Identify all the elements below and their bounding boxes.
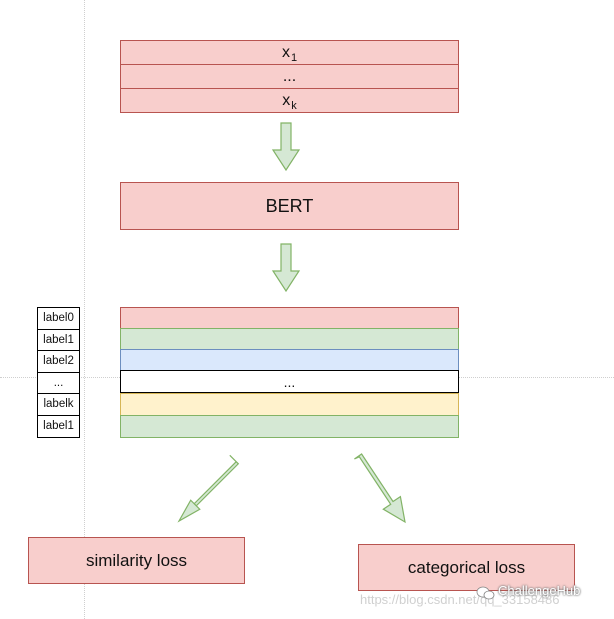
input-token-xk-base: x bbox=[282, 91, 291, 109]
label-cell-1: label1 bbox=[38, 330, 79, 351]
label-cell-k: labelk bbox=[38, 394, 79, 416]
wechat-icon bbox=[476, 586, 495, 600]
similarity-loss-label: similarity loss bbox=[85, 550, 188, 570]
bert-encoder-box: BERT bbox=[120, 182, 459, 230]
label-cell-2: label2 bbox=[38, 351, 79, 373]
label-cell-ellipsis: ... bbox=[38, 373, 79, 394]
label-cell-0: label0 bbox=[38, 308, 79, 330]
diagonal-arrow-to-similarity-loss bbox=[177, 454, 240, 523]
down-arrow-input-to-bert bbox=[271, 122, 301, 172]
diagonal-arrow-to-categorical-loss bbox=[354, 453, 406, 524]
label-cell-last: label1 bbox=[43, 420, 74, 433]
input-ellipsis-text: ... bbox=[282, 67, 297, 85]
input-token-xk-subscript: k bbox=[291, 99, 297, 112]
input-token-ellipsis: ... bbox=[120, 64, 459, 89]
input-token-x1-base: x bbox=[281, 43, 290, 61]
categorical-loss-box: categorical loss bbox=[358, 544, 575, 591]
output-ellipsis-text: ... bbox=[283, 373, 296, 390]
csdn-watermark: https://blog.csdn.net/qq_33158486 bbox=[360, 592, 560, 607]
label-table: label0 label1 label2 ... labelk label1 bbox=[37, 307, 80, 438]
bert-label: BERT bbox=[265, 195, 314, 216]
similarity-loss-box: similarity loss bbox=[28, 537, 245, 584]
output-row-ellipsis: ... bbox=[120, 370, 459, 393]
down-arrow-bert-to-output bbox=[271, 243, 301, 293]
input-token-x1-subscript: 1 bbox=[290, 51, 298, 64]
output-row-last bbox=[120, 415, 459, 438]
brand-watermark: ChallengeHub bbox=[498, 583, 581, 598]
categorical-loss-label: categorical loss bbox=[407, 557, 526, 577]
vertical-guide-line bbox=[84, 0, 85, 619]
